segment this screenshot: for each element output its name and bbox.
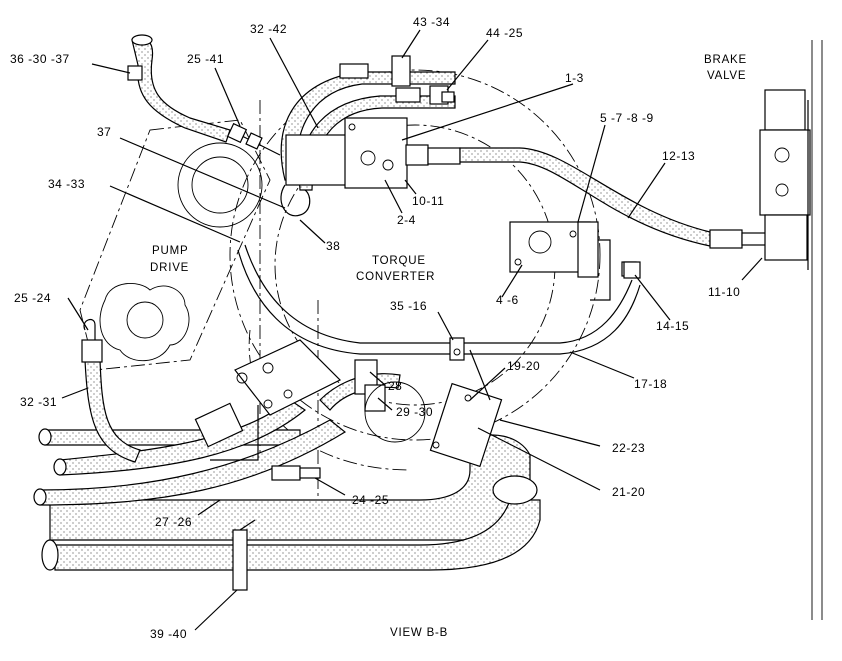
top-hoses	[280, 55, 456, 191]
callout-32-31: 32 -31	[20, 395, 57, 409]
callout-28: 28	[388, 379, 402, 393]
clamp-39-40	[232, 519, 256, 591]
callout-25-41: 25 -41	[187, 52, 224, 66]
tube-35-16	[237, 244, 641, 361]
callout-39-40: 39 -40	[150, 627, 187, 641]
callout-14-15: 14-15	[656, 319, 689, 333]
brake-valve-label-line1: BRAKE	[704, 54, 747, 66]
brake-valve-label-line2: VALVE	[707, 70, 746, 82]
callout-1-3: 1-3	[565, 71, 584, 85]
brake-valve	[759, 40, 823, 620]
callout-labels: 36 -30 -37 25 -41 32 -42 43 -34 44 -25 1…	[10, 15, 740, 641]
torque-converter-label-line1: TORQUE	[372, 255, 426, 267]
callout-32-42: 32 -42	[250, 22, 287, 36]
callout-27-26: 27 -26	[155, 515, 192, 529]
pump-assembly	[280, 117, 461, 217]
callout-17-18: 17-18	[634, 377, 667, 391]
callout-35-16: 35 -16	[390, 299, 427, 313]
pump-drive-housing	[79, 100, 319, 530]
callout-37: 37	[97, 125, 111, 139]
view-title: VIEW B-B	[390, 627, 448, 639]
callout-34-33: 34 -33	[48, 177, 85, 191]
lower-fittings	[194, 339, 503, 481]
callout-2-4: 2-4	[397, 213, 416, 227]
callout-38: 38	[326, 239, 340, 253]
callout-21-20: 21-20	[612, 485, 645, 499]
valve-5-7-8-9	[509, 221, 637, 301]
callout-43-34: 43 -34	[413, 15, 450, 29]
hose-12-13	[459, 147, 769, 249]
callout-19-20: 19-20	[507, 359, 540, 373]
hose-32-31	[81, 318, 141, 463]
torque-converter-label-line2: CONVERTER	[356, 271, 435, 283]
callout-36-30-37: 36 -30 -37	[10, 52, 70, 66]
pump-drive-label-line2: DRIVE	[150, 262, 189, 274]
callout-4-6: 4 -6	[496, 293, 519, 307]
callout-5-7-8-9: 5 -7 -8 -9	[600, 111, 654, 125]
callout-10-11: 10-11	[412, 194, 444, 208]
leader-lines	[61, 29, 763, 631]
component-names: PUMP DRIVE TORQUE CONVERTER BRAKE VALVE	[150, 54, 747, 283]
callout-11-10: 11-10	[708, 285, 740, 299]
tube-14-15	[623, 261, 641, 279]
callout-22-23: 22-23	[612, 441, 645, 455]
callout-24-25: 24 -25	[352, 493, 389, 507]
callout-12-13: 12-13	[662, 149, 695, 163]
callout-25-24: 25 -24	[14, 291, 51, 305]
upper-left-hose	[127, 34, 281, 156]
callout-29-30: 29 -30	[396, 405, 433, 419]
pump-drive-label-line1: PUMP	[152, 245, 188, 257]
callout-44-25: 44 -25	[486, 26, 523, 40]
